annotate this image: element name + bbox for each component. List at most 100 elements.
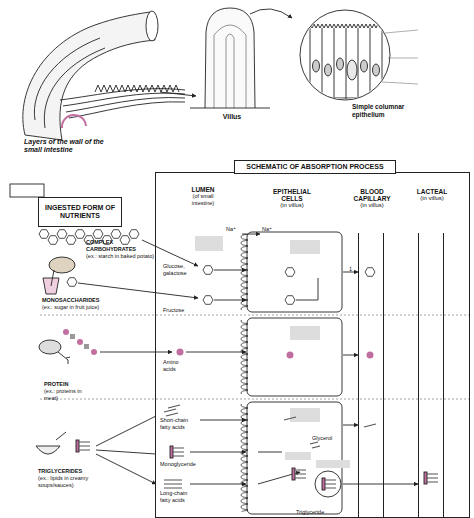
node-subtitle: (in villus): [347, 202, 397, 209]
node-title: SCHEMATIC OF ABSORPTION PROCESS: [235, 163, 395, 171]
epithelium-magnified: [298, 98, 392, 99]
nutrient-icons: [129, 230, 139, 239]
absorption-schematic-art: [284, 417, 296, 420]
nutrient-icons: [51, 270, 54, 286]
absorption-schematic-art: [316, 460, 350, 468]
nutrient-icons: [93, 230, 103, 239]
nutrient-icons: [63, 329, 69, 335]
molecule-label: Monoglyceride: [160, 461, 205, 468]
villus-drawing: [250, 9, 292, 18]
intestine-drawing: [62, 115, 86, 128]
absorption-schematic-art: [285, 268, 295, 277]
epithelium-magnified: [298, 24, 392, 100]
nutrient-icons: [84, 344, 89, 349]
node-heading: EPITHELIAL CELLS(in villus): [262, 188, 322, 209]
epithelium-magnified: [313, 60, 320, 72]
node-title: BLOOD CAPILLARY: [347, 188, 397, 202]
absorption-arrow: [343, 425, 358, 426]
intestine-drawing: [95, 85, 179, 92]
absorption-schematic-art: [292, 468, 306, 480]
node-heading: LACTEAL(in villus): [407, 188, 457, 202]
absorption-schematic-art: [40, 232, 470, 514]
molecule-label: Short-chain fatty acids: [160, 417, 192, 430]
epithelium-magnified: [373, 64, 380, 76]
nutrient-icons: [48, 236, 58, 245]
intestine-drawing: [10, 11, 196, 197]
intestine-drawing: [160, 92, 196, 96]
intestine-drawing: [10, 184, 44, 197]
intestine-drawing: [23, 12, 155, 140]
absorption-schematic-art: [203, 266, 213, 275]
absorption-schematic-art: [285, 452, 311, 460]
absorption-schematic-art: [242, 234, 260, 235]
molecule-label: Fructose: [163, 307, 198, 314]
absorption-schematic-art: [367, 352, 374, 359]
epithelium-magnified: [310, 28, 382, 100]
epithelium-magnified: [347, 60, 357, 80]
absorption-schematic-art: [364, 424, 376, 427]
villus-drawing: [226, 34, 234, 108]
absorption-schematic-art: [200, 420, 246, 421]
absorption-schematic-art: [170, 446, 184, 458]
absorption-schematic-art: [164, 480, 182, 488]
absorption-schematic-art: [290, 240, 320, 254]
intestine-drawing: [66, 98, 185, 112]
molecule-label: Glycerol: [312, 435, 342, 442]
epithelium-magnified: [337, 58, 344, 70]
nutrient-icons: [66, 236, 76, 245]
absorption-schematic-art: [424, 472, 438, 484]
nutrient-icons: [91, 349, 97, 355]
blood-capillary: BLOOD CAPILLARY(in villus): [358, 233, 384, 518]
absorption-schematic-art: [164, 405, 180, 416]
nutrient-icons: [75, 230, 85, 239]
node-heading: SCHEMATIC OF ABSORPTION PROCESS: [234, 160, 396, 174]
nutrient-example: (ex.: sugar in fruit juice): [42, 304, 122, 311]
nutrient-icons: [96, 416, 156, 484]
molecule-label: Amino acids: [163, 359, 188, 372]
nutrient-icons: [57, 230, 67, 239]
molecule-label: Glucose, galactose: [163, 263, 198, 276]
nutrient-icons: [58, 352, 70, 364]
ion-label: Na⁺: [226, 226, 246, 233]
epithelium-magnified: [382, 30, 418, 84]
intestine-drawing: [146, 11, 158, 41]
part-label: Layers of the wall of the small intestin…: [24, 138, 119, 154]
node-title: EPITHELIAL CELLS: [262, 188, 322, 202]
epithelium-magnified: [325, 64, 332, 76]
absorption-schematic-art: [247, 402, 342, 514]
absorption-arrow: [343, 355, 358, 356]
molecule-label: Triglyceride: [296, 509, 336, 516]
epithelium-magnified: [300, 10, 390, 100]
absorption-schematic-art: [285, 296, 295, 305]
nutrient-label: TRIGLYCERIDES: [38, 468, 108, 475]
absorption-schematic-art: [322, 478, 336, 490]
callout-number: 1: [349, 266, 357, 273]
nutrient-icons: [39, 230, 49, 239]
villus-drawing: [190, 108, 270, 109]
villus-drawing: [205, 8, 255, 108]
villus-drawing: [190, 8, 292, 108]
header-box: INGESTED FORM OF NUTRIENTS: [38, 197, 122, 227]
nutrient-icons: [100, 352, 172, 353]
absorption-panel: SCHEMATIC OF ABSORPTION PROCESSEPITHELIA…: [155, 172, 470, 518]
villus-drawing: [214, 25, 246, 108]
nutrient-example: (ex.: proteins in meat): [44, 388, 82, 401]
nutrient-icons: [77, 339, 83, 345]
nutrient-icons: [111, 230, 121, 239]
absorption-schematic-art: [290, 326, 320, 340]
nutrient-icons: [70, 334, 75, 339]
node-subtitle: (in villus): [407, 195, 457, 202]
ion-label: Na⁺: [262, 226, 282, 233]
absorption-schematic-art: [287, 352, 294, 359]
absorption-schematic-art: [177, 349, 184, 356]
nutrient-label: PROTEIN: [44, 381, 104, 388]
nutrient-icons: [78, 283, 198, 298]
nutrient-example: (ex.: lipids in creamy soups/sauces): [38, 475, 98, 488]
nutrient-icons: [67, 278, 77, 287]
intestine-drawing: [44, 48, 105, 128]
absorption-schematic-art: [247, 232, 342, 312]
column-heading: LUMEN: [170, 186, 236, 194]
absorption-schematic-art: [190, 452, 246, 453]
